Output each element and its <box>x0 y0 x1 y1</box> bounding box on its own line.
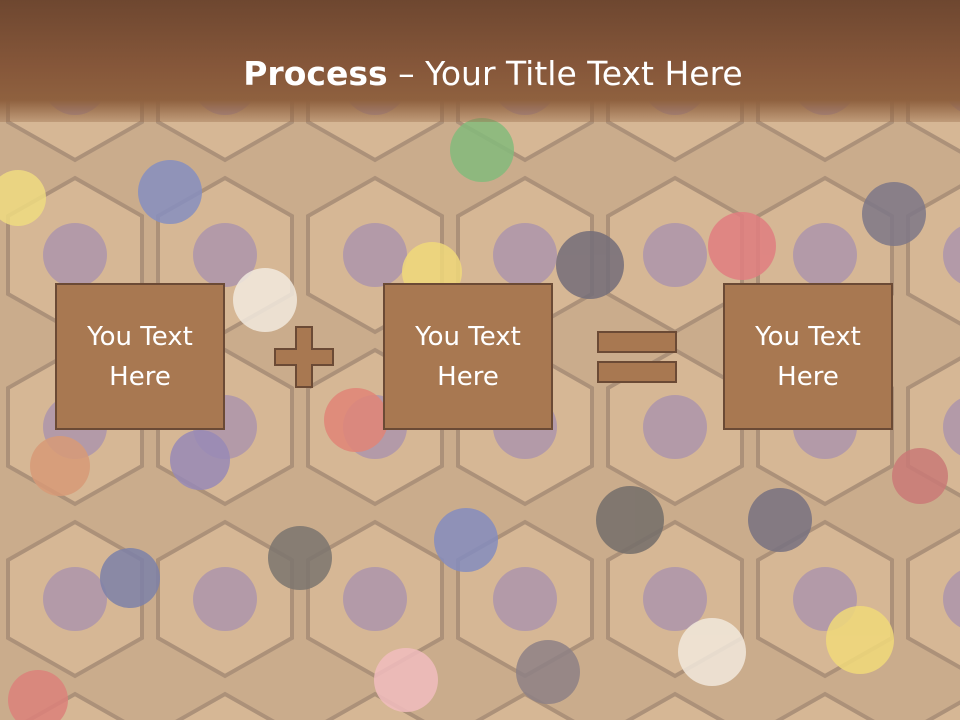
slide-title: Process – Your Title Text Here <box>0 52 960 96</box>
equals-icon <box>597 331 677 383</box>
process-box-result[interactable]: You Text Here <box>723 283 893 430</box>
title-bold-word: Process <box>243 54 388 93</box>
plus-icon <box>274 326 334 388</box>
title-separator: – <box>387 54 426 93</box>
title-bar: Process – Your Title Text Here <box>0 0 960 122</box>
title-text: Your Title Text Here <box>425 54 743 93</box>
process-box-2-text: You Text Here <box>415 321 521 392</box>
process-box-1[interactable]: You Text Here <box>55 283 225 430</box>
process-box-1-text: You Text Here <box>87 321 193 392</box>
process-box-result-text: You Text Here <box>755 321 861 392</box>
process-box-2[interactable]: You Text Here <box>383 283 553 430</box>
